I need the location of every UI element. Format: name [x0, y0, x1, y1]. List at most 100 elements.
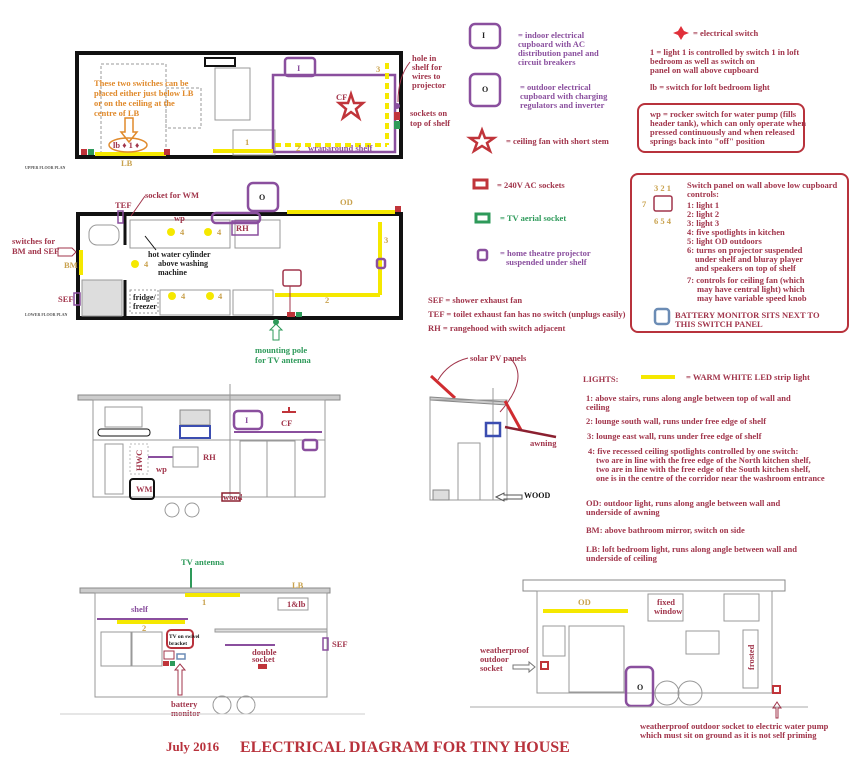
sef-legend: SEF = shower exhaust fan [428, 295, 522, 305]
bm-sef-note-line: BM and SEF [12, 246, 59, 256]
lb-label: LB [292, 580, 304, 590]
indoor-legend-line: circuit breakers [518, 57, 576, 67]
light1-legend-line: 1 = light 1 is controlled by switch 1 in… [650, 47, 799, 57]
panel-heading-line: controls: [687, 189, 719, 199]
indoor-legend-line: distribution panel and [518, 48, 599, 58]
projector-icon [476, 248, 489, 262]
wraparound-shelf-label: wraparound shelf [308, 143, 372, 153]
switch-note-line: centre of LB [94, 108, 139, 118]
indoor-legend-line: cupboard with AC [518, 39, 585, 49]
panel-item: under shelf and bluray player [695, 254, 803, 264]
ceiling-fan-icon [335, 90, 367, 122]
outdoor-legend-line: cupboard with charging [520, 91, 608, 101]
electrical-switch-icon [673, 26, 689, 40]
light-3-label: 3 [384, 235, 388, 245]
wm-label: WM [136, 484, 153, 494]
hole-note-line: hole in [412, 53, 437, 63]
outdoor-cupboard-icon [468, 72, 502, 108]
lb-label: LB [121, 158, 133, 168]
panel-top-numbers: 3 2 1 [654, 183, 671, 193]
light-item: 3: lounge east wall, runs under free edg… [587, 431, 762, 441]
switch-note-line: or on the ceiling at the [94, 98, 175, 108]
frosted-label: frosted [746, 644, 756, 670]
panel-item: may have central light) which [697, 284, 805, 294]
switch-panel-note: 3 2 1 7 6 5 4 Switch panel on wall above… [630, 173, 849, 333]
fixed-window-line: fixed [657, 597, 675, 607]
sockets-note-line: top of shelf [410, 118, 450, 128]
battery-note-line: BATTERY MONITOR SITS NEXT TO [675, 310, 820, 320]
projector-legend-line: suspended under shelf [506, 257, 587, 267]
pole-note-line: mounting pole [255, 345, 307, 355]
legend: I = indoor electrical cupboard with AC d… [428, 22, 806, 333]
spotlights [131, 228, 214, 300]
led-key-label: = WARM WHITE LED strip light [686, 372, 810, 382]
spot-label: 4 [180, 227, 185, 237]
light-item: two are in line with the free edge of th… [596, 464, 810, 474]
wp-socket-line: weatherproof [480, 645, 529, 655]
outdoor-cupboard-label: O [259, 193, 265, 202]
light-1-label: 1 [245, 137, 249, 147]
exterior-elevation: OD fixed window frosted weatherproof out… [470, 579, 829, 740]
diagram-date: July 2016 [166, 739, 220, 754]
light-item: LB: loft bedroom light, runs along angle… [586, 544, 797, 554]
battery-monitor-line: battery [171, 699, 198, 709]
spot-label: 4 [218, 291, 223, 301]
wp-socket-line: outdoor [480, 654, 509, 664]
double-socket-line: socket [252, 654, 275, 664]
pump-note-line: weatherproof outdoor socket to electric … [640, 721, 829, 731]
tef-legend: TEF = toilet exhaust fan has no switch (… [428, 309, 626, 319]
indoor-cupboard-icon [283, 56, 317, 78]
outdoor-legend-line: regulators and inverter [520, 100, 605, 110]
switch-note-line: placed either just below LB [94, 88, 194, 98]
hwc-label: HWC [134, 450, 144, 471]
sockets-legend: = 240V AC sockets [497, 180, 565, 190]
light-2-label: 2 [296, 143, 300, 153]
light-item: underside of awning [586, 507, 660, 517]
indoor-symbol: I [482, 31, 485, 40]
wp-legend-line: wp = rocker switch for water pump (fills [650, 109, 797, 119]
sef-label: SEF [58, 294, 74, 304]
light-item: ceiling [586, 402, 610, 412]
od-label: OD [340, 197, 353, 207]
wp-socket-line: socket [480, 663, 503, 673]
end-elevation: solar PV panels awning WOOD [429, 353, 557, 502]
upper-cupboard-label: I [297, 63, 301, 73]
interior-elevation-north: HWC RH wp WM wood I CF [77, 384, 341, 518]
light-item: two are in line with the free edge of th… [596, 455, 811, 465]
spot-label: 4 [217, 227, 222, 237]
ceiling-fan-legend: = ceiling fan with short stem [506, 136, 609, 146]
rh-legend: RH = rangehood with switch adjacent [428, 323, 565, 333]
light-item: BM: above bathroom mirror, switch on sid… [586, 525, 745, 535]
lb-legend: lb = switch for loft bedroom light [650, 82, 770, 92]
panel-item: 6: turns on projector suspended [687, 245, 803, 255]
loft-switch-label: 1&lb [287, 599, 306, 609]
panel-bottom-numbers: 6 5 4 [654, 216, 672, 226]
wp-label: wp [174, 213, 185, 223]
fridge-label-line: fridge/ [133, 293, 156, 302]
tv-bracket-line: TV on swivel [169, 634, 200, 640]
ceiling-fan-icon [466, 126, 498, 155]
light-2-label: 2 [325, 295, 329, 305]
outdoor-legend-line: = outdoor electrical [520, 82, 591, 92]
loft-switches-label: lb ♦ 1 ♦ [113, 140, 140, 150]
cf-label: CF [281, 418, 292, 428]
wood-label: wood [223, 492, 243, 502]
tv-legend: = TV aerial socket [500, 213, 566, 223]
panel-item: 7: controls for ceiling fan (which [687, 275, 805, 285]
panel-side-number: 7 [642, 199, 647, 209]
shelf-label: shelf [131, 604, 148, 614]
light-item: OD: outdoor light, runs along angle betw… [586, 498, 780, 508]
cupboard-i-label: I [245, 415, 249, 425]
socket-wm-label: socket for WM [145, 190, 199, 200]
awning-label: awning [530, 438, 557, 448]
panel-item: 5: light OD outdoors [687, 236, 763, 246]
bm-label: BM [64, 260, 78, 270]
panel-item: 1: light 1 [687, 200, 719, 210]
tv-antenna-label: TV antenna [181, 557, 225, 567]
switch-note-line: These two switches can be [94, 78, 189, 88]
cf-label: CF [336, 92, 347, 102]
light-item: 4: five recessed ceiling spotlights cont… [588, 446, 798, 456]
lower-plan-label: LOWER FLOOR PLAN [25, 312, 68, 317]
panel-item: 4: five spotlights in kitchen [687, 227, 785, 237]
outdoor-symbol: O [482, 85, 488, 94]
